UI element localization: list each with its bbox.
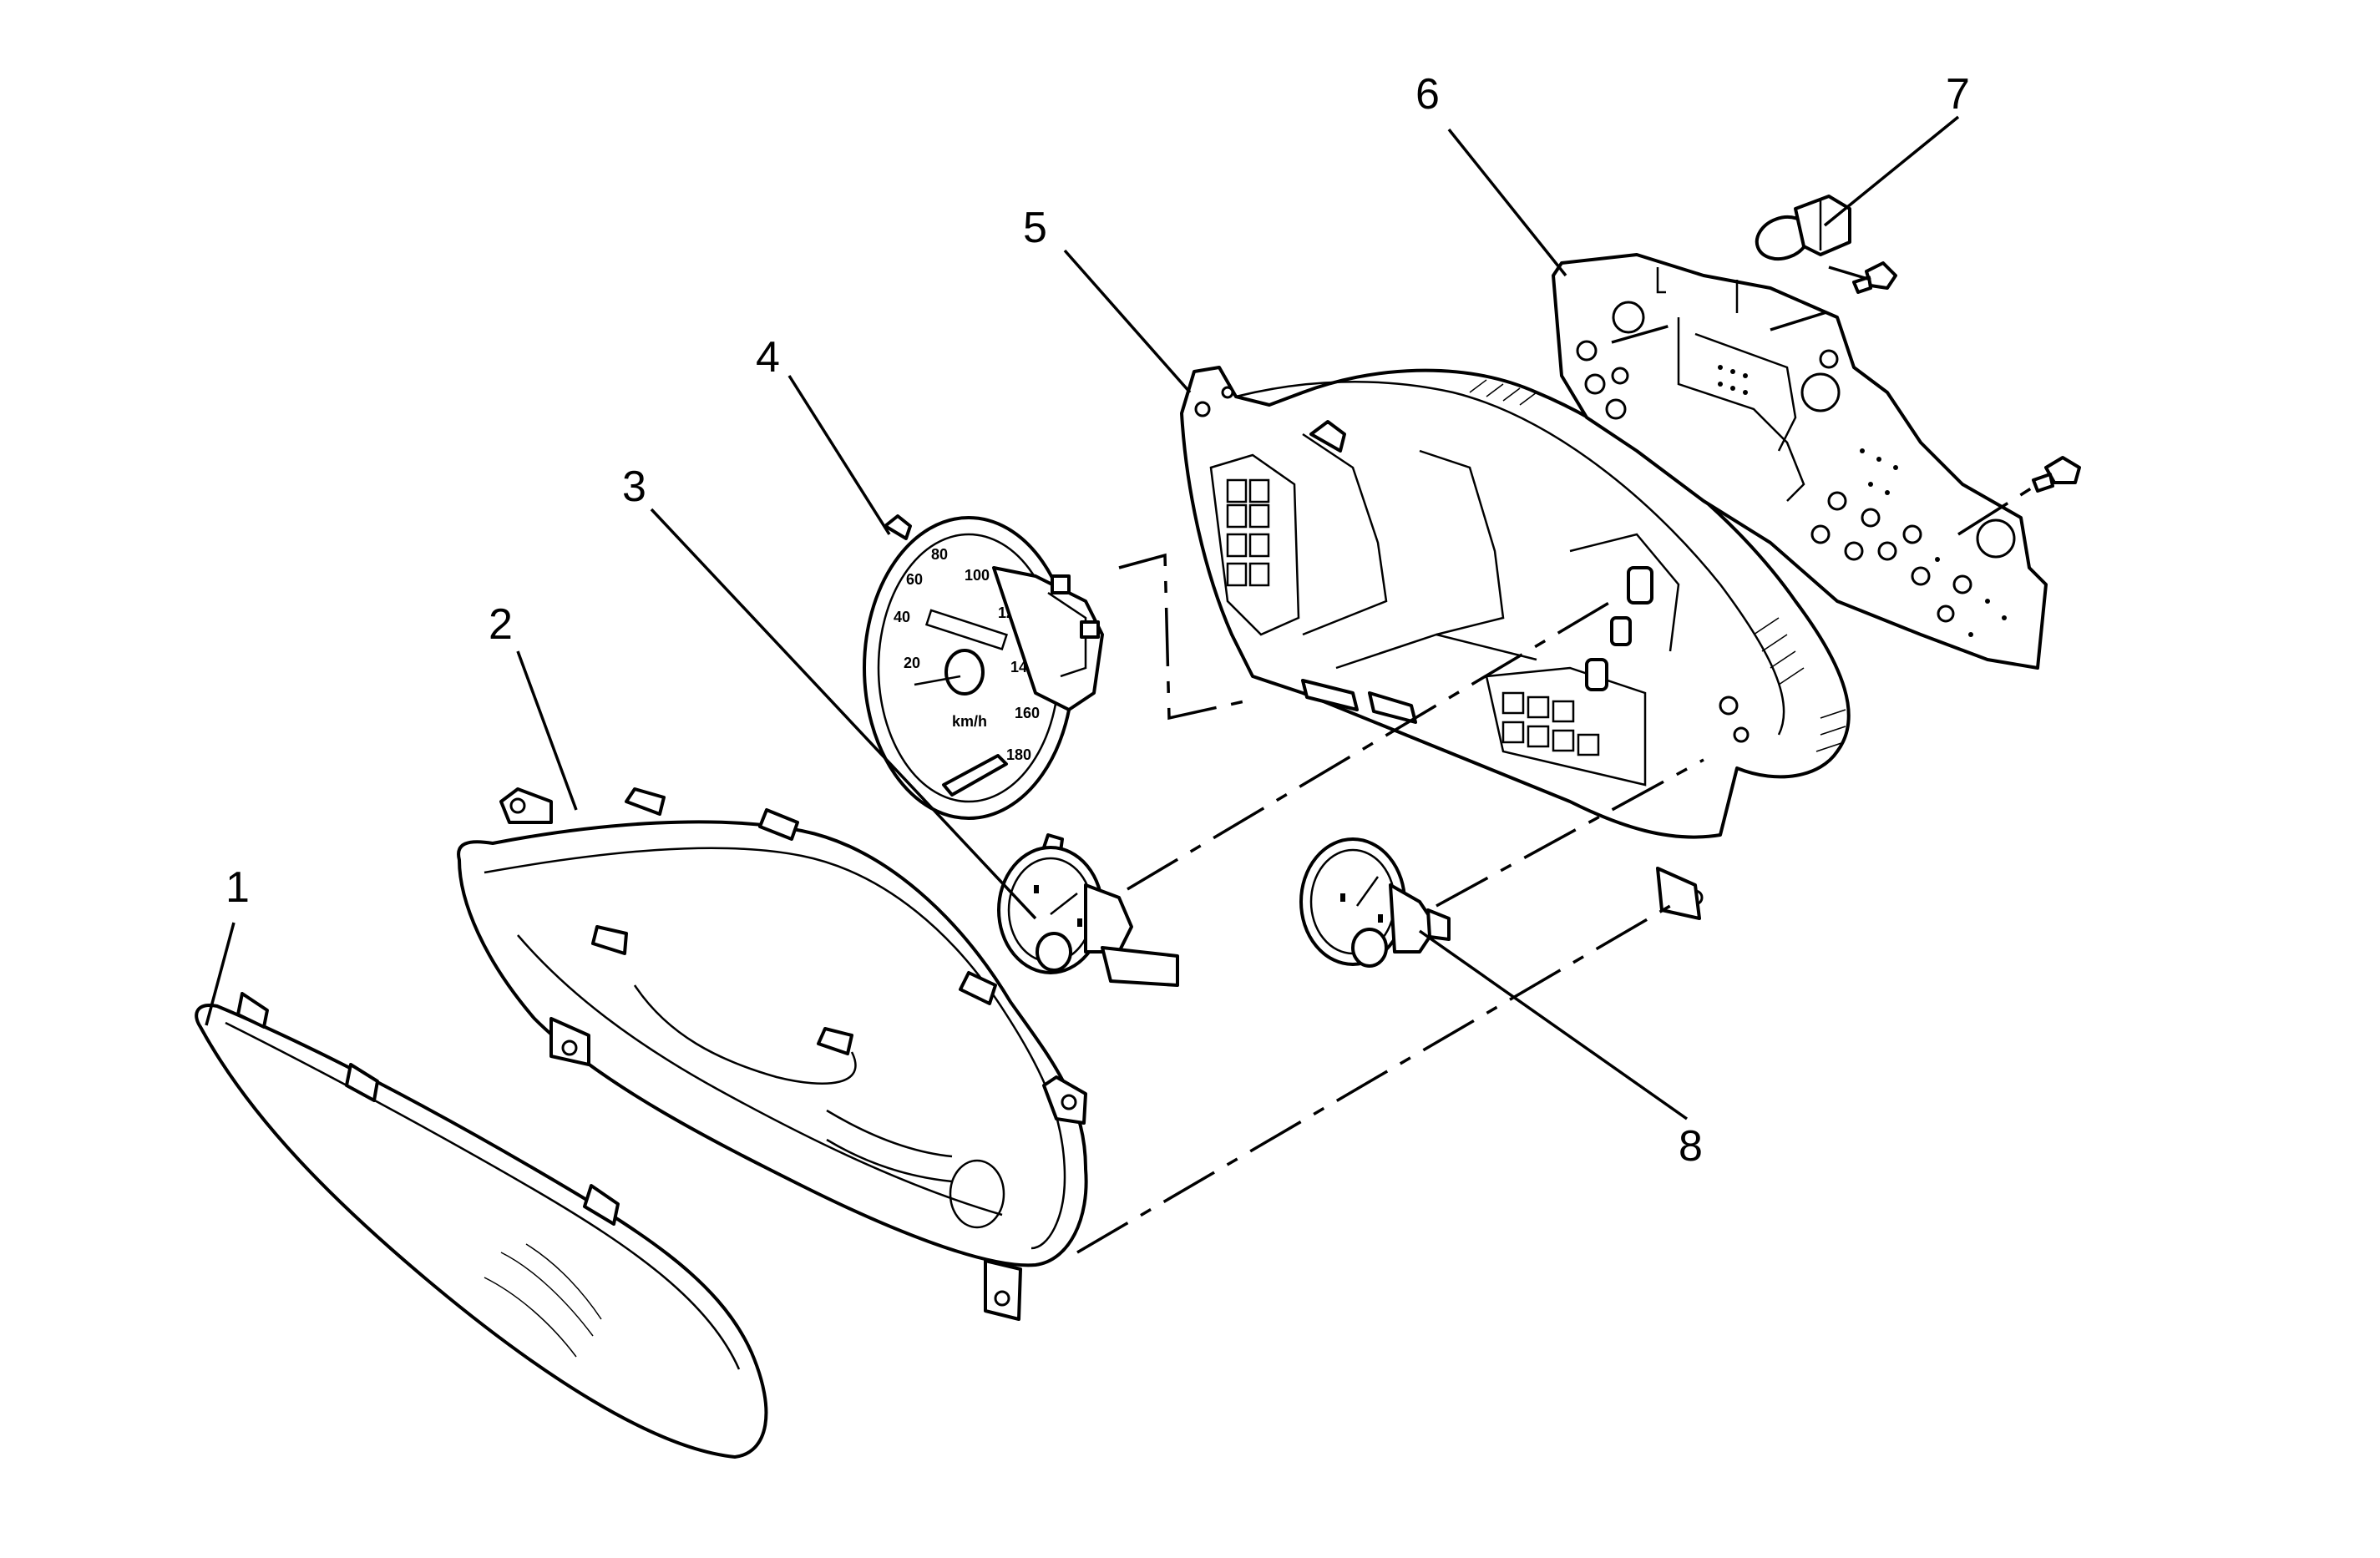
leader-3 <box>650 508 1037 920</box>
part-4-speedometer: 20 40 60 80 100 120 140 160 180 km/h <box>863 514 1245 820</box>
dial-tick-60: 60 <box>906 571 923 588</box>
leader-6 <box>1447 128 1567 277</box>
callout-5: 5 <box>1023 204 1047 252</box>
callout-6: 6 <box>1415 70 1440 119</box>
dial-tick-20: 20 <box>904 655 920 671</box>
leader-1 <box>205 922 235 1026</box>
callout-1: 1 <box>225 863 250 912</box>
part-2-mask <box>457 787 1088 1321</box>
leader-8 <box>1418 929 1689 1120</box>
dial-tick-160: 160 <box>1015 705 1040 721</box>
board-pins <box>1718 365 2007 637</box>
leader-5 <box>1063 249 1192 394</box>
part-1-lens <box>195 992 768 1459</box>
dial-tick-180: 180 <box>1006 746 1031 763</box>
housing-lower-cells <box>1485 666 1647 787</box>
part-7-bulb-and-socket <box>1755 195 2081 493</box>
leader-4 <box>787 375 891 535</box>
callout-labels: 1 2 3 4 5 6 7 8 <box>225 70 1970 1171</box>
board-bulb-sockets <box>1576 340 1972 623</box>
callout-7: 7 <box>1946 70 1970 119</box>
dial-tick-40: 40 <box>894 609 910 625</box>
leader-lines <box>205 115 1960 1120</box>
housing-light-cells <box>1209 453 1300 636</box>
part-6-circuit-board <box>1552 253 2048 670</box>
part-3-fuel-gauge <box>997 833 1179 987</box>
leader-2 <box>516 650 578 811</box>
callout-3: 3 <box>622 463 646 511</box>
dial-unit-label: km/h <box>952 713 987 730</box>
callout-2: 2 <box>489 600 513 649</box>
callout-8: 8 <box>1679 1122 1703 1171</box>
dial-tick-80: 80 <box>931 546 948 563</box>
leader-7 <box>1823 115 1960 227</box>
dial-tick-100: 100 <box>965 567 990 584</box>
part-8-temperature-gauge <box>1299 837 1451 968</box>
callout-4: 4 <box>756 333 780 382</box>
assembly-centerlines <box>1076 266 2038 1254</box>
